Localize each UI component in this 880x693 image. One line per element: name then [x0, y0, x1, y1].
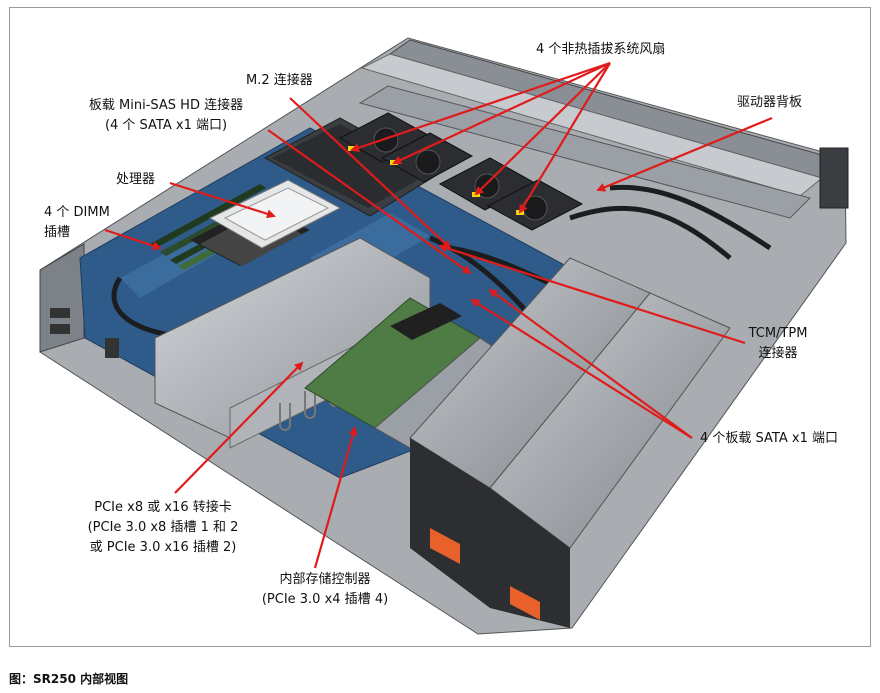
dimm-label-line1: 4 个 DIMM	[44, 205, 110, 220]
minisas-label-line2: (4 个 SATA x1 端口)	[104, 118, 228, 133]
pcie-riser-label-line3: 或 PCIe 3.0 x16 插槽 2)	[89, 540, 237, 555]
tcm-tpm-label-line1: TCM/TPM	[748, 326, 808, 341]
callout-arrows	[104, 61, 773, 569]
rear-io	[50, 308, 119, 358]
power-supplies	[409, 257, 731, 628]
dimm-label-line2: 插槽	[44, 225, 71, 240]
backplane-label: 驱动器背板	[737, 95, 803, 110]
fans-label: 4 个非热插拔系统风扇	[536, 42, 666, 57]
minisas-label-line1: 板载 Mini-SAS HD 连接器	[88, 98, 244, 113]
caption-text: SR250 内部视图	[33, 672, 129, 686]
processor-label: 处理器	[116, 172, 156, 187]
minisas-label: 板载 Mini-SAS HD 连接器 (4 个 SATA x1 端口)	[76, 96, 256, 136]
m2-connector-label: M.2 连接器	[246, 73, 313, 88]
pcie-riser-label: PCIe x8 或 x16 转接卡 (PCIe 3.0 x8 插槽 1 和 2 …	[78, 498, 248, 558]
figure-caption: 图：SR250 内部视图	[9, 670, 128, 687]
figure-frame: 4 个非热插拔系统风扇 M.2 连接器 板载 Mini-SAS HD 连接器 (…	[9, 7, 871, 647]
sata-ports-label: 4 个板载 SATA x1 端口	[700, 431, 838, 446]
tcm-tpm-label-line2: 连接器	[758, 346, 798, 361]
dimm-label: 4 个 DIMM 插槽	[44, 203, 110, 243]
tcm-tpm-label: TCM/TPM 连接器	[742, 324, 814, 364]
caption-prefix: 图：	[9, 672, 34, 686]
storage-controller-label: 内部存储控制器 (PCIe 3.0 x4 插槽 4)	[250, 570, 400, 610]
pcie-riser-label-line2: (PCIe 3.0 x8 插槽 1 和 2	[87, 520, 239, 535]
storage-controller-label-line1: 内部存储控制器	[279, 572, 371, 587]
server-interior-photo	[39, 37, 849, 635]
storage-controller-label-line2: (PCIe 3.0 x4 插槽 4)	[261, 592, 389, 607]
pcie-riser-label-line1: PCIe x8 或 x16 转接卡	[94, 500, 232, 515]
